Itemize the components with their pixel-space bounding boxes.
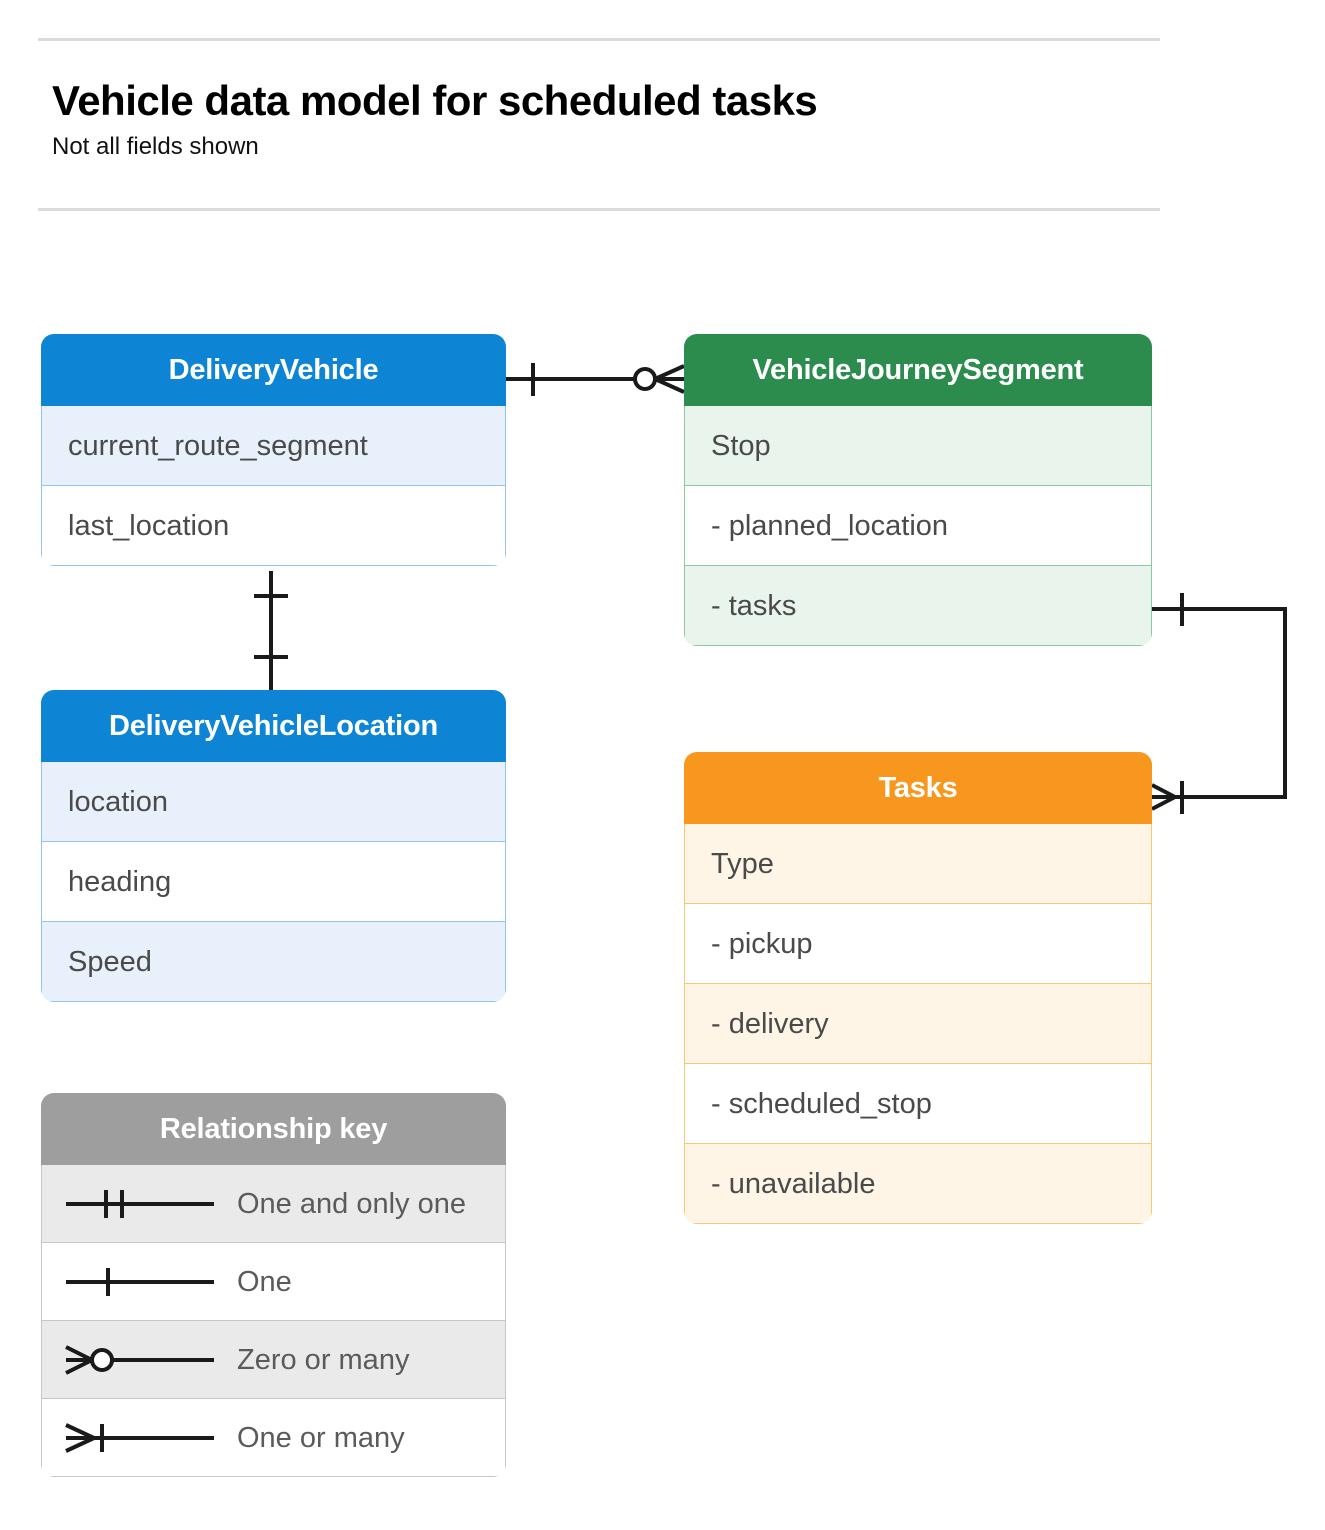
page-title: Vehicle data model for scheduled tasks (52, 77, 818, 124)
legend-item-one-or-many: One or many (41, 1399, 506, 1477)
legend-item-one-and-only-one: One and only one (41, 1165, 506, 1243)
header-rule-bottom (38, 207, 1160, 211)
entity-field-row: last_location (41, 486, 506, 566)
legend-item-label: One and only one (237, 1188, 466, 1220)
entity-vehicle-journey-segment-title: VehicleJourneySegment (684, 334, 1152, 406)
entity-field-row: heading (41, 842, 506, 922)
entity-tasks-title: Tasks (684, 752, 1152, 824)
one-or-many-icon (65, 1422, 214, 1453)
page-subtitle: Not all fields shown (52, 133, 259, 161)
legend-item-label: One (237, 1266, 292, 1298)
connector-journeysegment-tasks-to-tasks (1151, 593, 1287, 814)
legend-item-zero-or-many: Zero or many (41, 1321, 506, 1399)
entity-field-row: - delivery (684, 984, 1152, 1064)
entity-delivery-vehicle-title: DeliveryVehicle (41, 334, 506, 406)
page-header: Vehicle data model for scheduled tasks N… (38, 38, 1160, 211)
one-and-only-one-icon (66, 1189, 214, 1218)
legend-item-label: One or many (237, 1422, 405, 1454)
entity-field-row: - unavailable (684, 1144, 1152, 1224)
entity-field-row: Type (684, 824, 1152, 904)
entity-field-row: Speed (41, 922, 506, 1002)
relationship-key-title: Relationship key (41, 1093, 506, 1165)
connector-vehicle-to-vehiclelocation (254, 571, 288, 690)
legend-item-label: Zero or many (237, 1344, 410, 1376)
connector-vehicle-to-journeysegment (506, 363, 685, 396)
entity-field-row: - pickup (684, 904, 1152, 984)
entity-vehicle-journey-segment[interactable]: VehicleJourneySegment Stop - planned_loc… (684, 334, 1152, 646)
entity-field-row: - scheduled_stop (684, 1064, 1152, 1144)
entity-delivery-vehicle-location-title: DeliveryVehicleLocation (41, 690, 506, 762)
entity-field-row: location (41, 762, 506, 842)
entity-field-row: Stop (684, 406, 1152, 486)
relationship-key-legend: Relationship key One and only one One Ze… (41, 1093, 506, 1477)
legend-item-one: One (41, 1243, 506, 1321)
one-icon (66, 1267, 214, 1296)
entity-delivery-vehicle[interactable]: DeliveryVehicle current_route_segment la… (41, 334, 506, 566)
entity-tasks[interactable]: Tasks Type - pickup - delivery - schedul… (684, 752, 1152, 1224)
entity-field-row: - tasks (684, 566, 1152, 646)
header-rule-top (38, 38, 1160, 41)
entity-field-row: current_route_segment (41, 406, 506, 486)
entity-field-row: - planned_location (684, 486, 1152, 566)
entity-delivery-vehicle-location[interactable]: DeliveryVehicleLocation location heading… (41, 690, 506, 1002)
zero-or-many-icon (65, 1344, 214, 1375)
